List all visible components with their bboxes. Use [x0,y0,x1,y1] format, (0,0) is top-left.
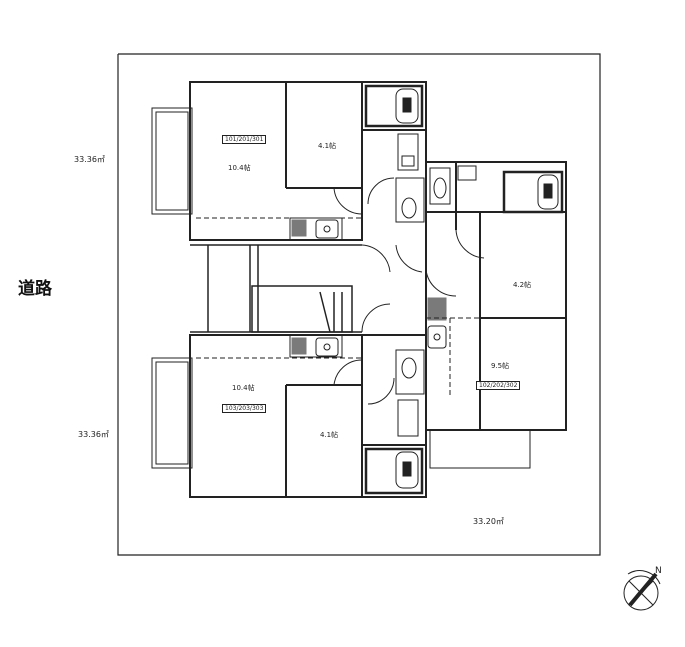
unit-c-number: 103/203/303 [222,404,267,413]
unit-c-room-1-size: 10.4帖 [232,384,255,392]
north-compass-icon [623,570,661,611]
unit-a-room-1-size: 10.4帖 [228,164,251,172]
unit-b-number: 102/202/302 [476,381,521,390]
unit-a-balcony [151,107,193,215]
road-label: 道路 [18,279,52,299]
area-label-lower: 33.36㎡ [78,430,109,439]
unit-c-walls [189,334,427,498]
compass-north-label: N [655,566,662,576]
unit-c-balcony [151,357,193,469]
unit-a-number: 101/201/301 [222,135,267,144]
unit-a-walls [189,81,427,241]
unit-b-room-2-size: 9.5帖 [491,362,510,370]
area-label-right: 33.20㎡ [473,517,504,526]
unit-c-room-2-size: 4.1帖 [320,431,339,439]
unit-b-room-1-size: 4.2帖 [513,281,532,289]
stair-core [190,244,362,333]
unit-a-room-2-size: 4.1帖 [318,142,337,150]
site-boundary [117,53,601,556]
area-label-upper: 33.36㎡ [74,155,105,164]
